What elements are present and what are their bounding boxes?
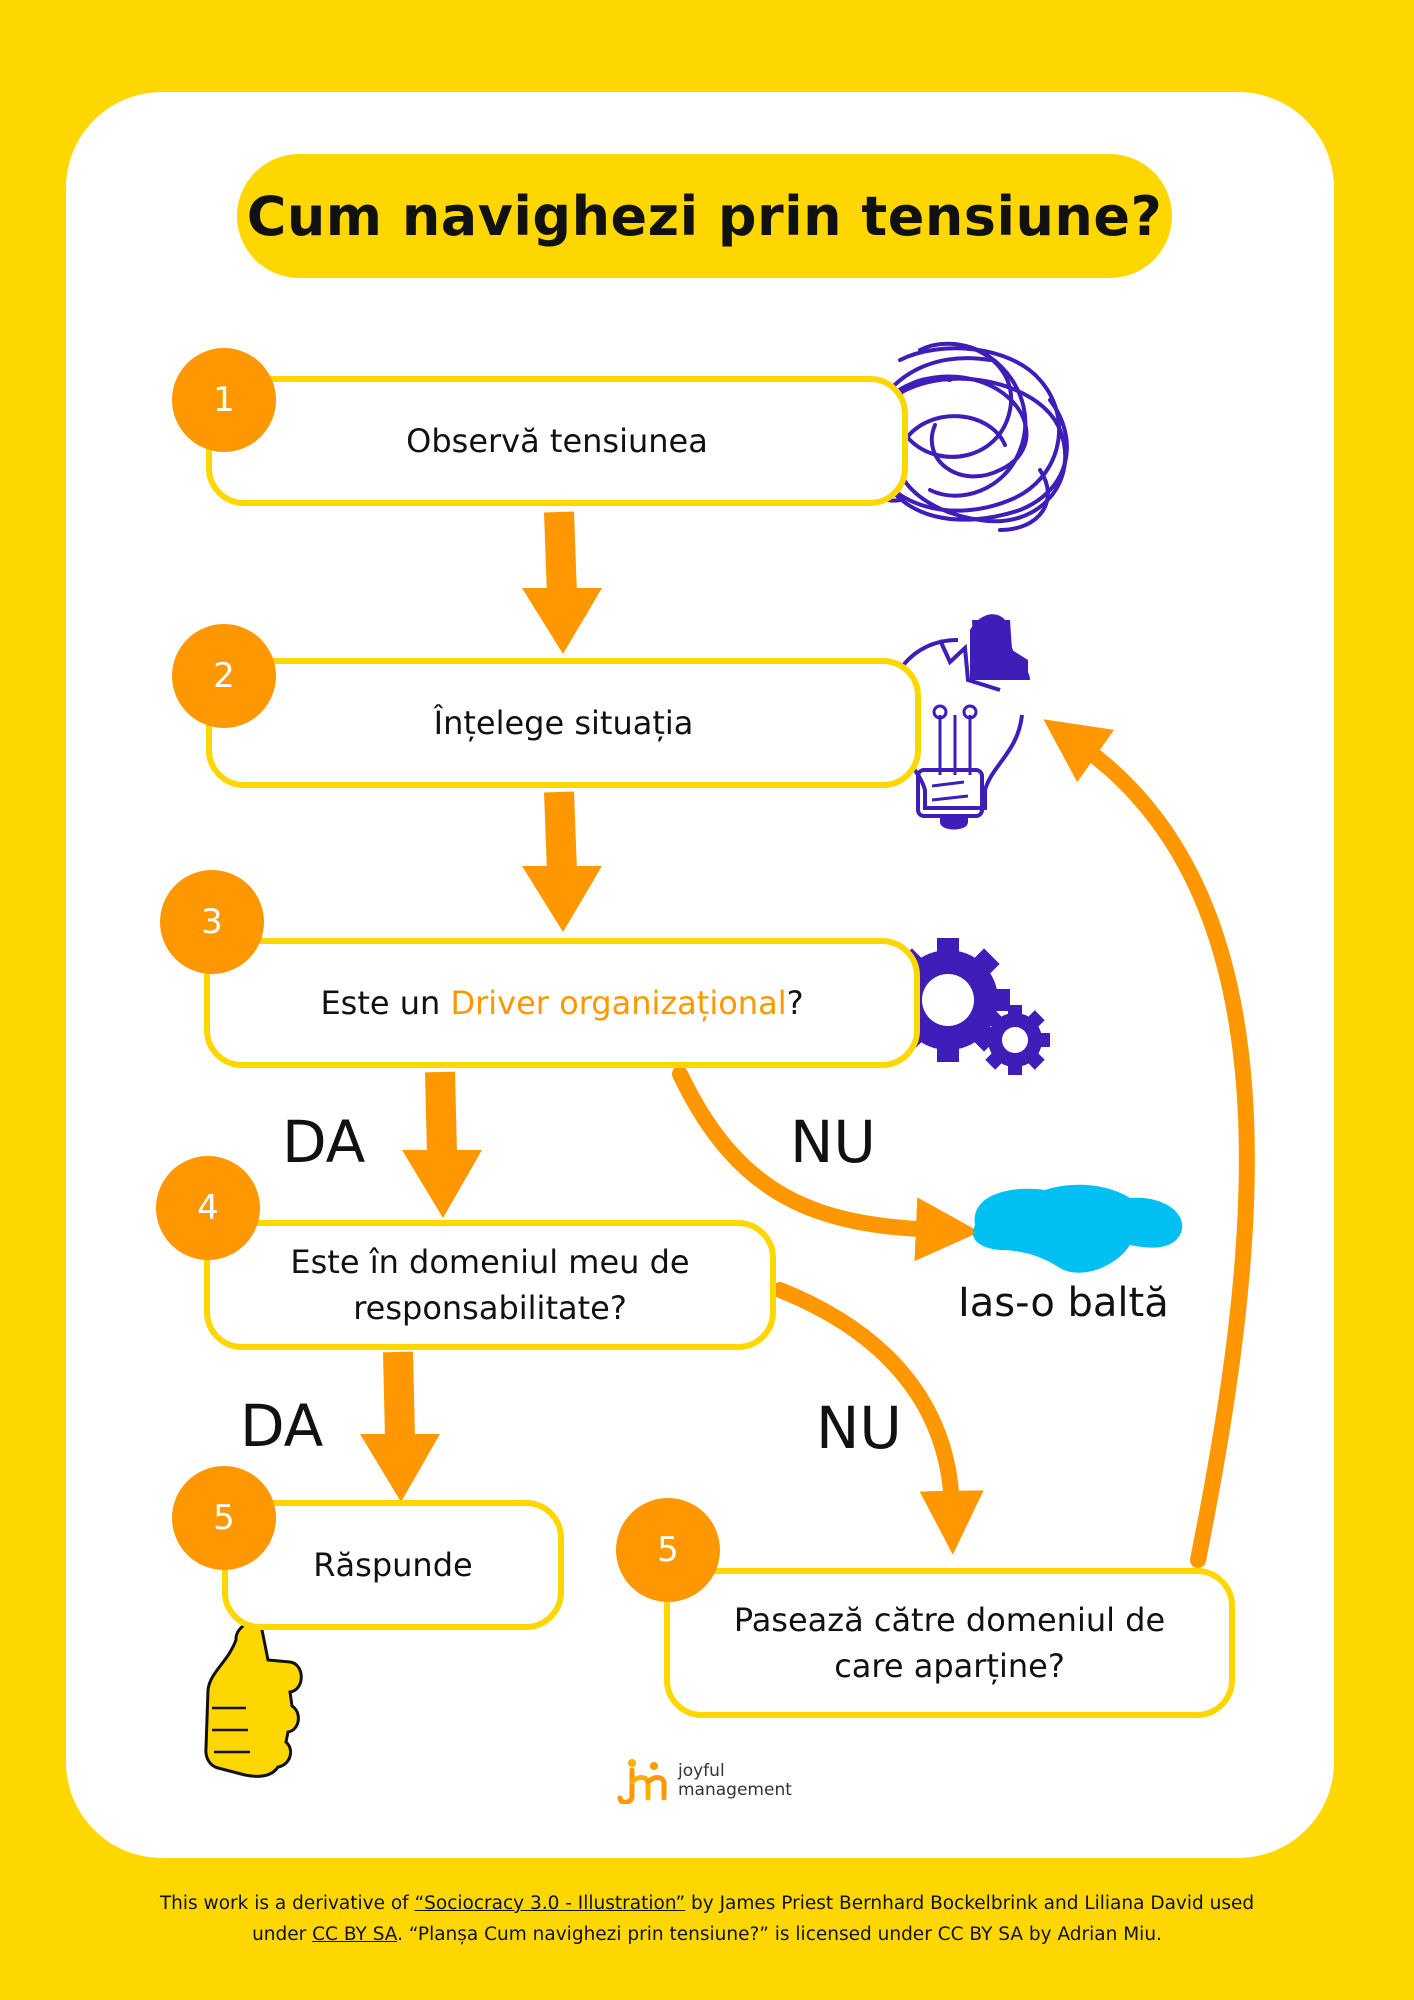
step-5-pass-line-1: Pasează către domeniul de: [733, 1600, 1166, 1639]
gears-icon: [886, 938, 1050, 1075]
step-2-badge: 2: [172, 624, 276, 728]
step-1-box: Observă tensiunea: [206, 376, 908, 506]
arrow-1-to-2: [522, 511, 602, 654]
step-4-line-2: responsabilitate?: [353, 1289, 627, 1327]
license-link[interactable]: CC BY SA: [312, 1924, 398, 1946]
step-4-text: Este în domeniul meu de responsabilitate…: [290, 1239, 689, 1332]
step-5-answer-box: Răspunde: [222, 1500, 564, 1630]
arrow-3-to-4: [402, 1071, 482, 1218]
puddle-icon: [972, 1184, 1183, 1273]
step-1-text: Observă tensiunea: [406, 421, 708, 460]
lightbulb-puzzle-icon: [885, 614, 1030, 830]
step-4-number: 4: [197, 1188, 219, 1228]
arrow-4-to-5: [360, 1351, 440, 1502]
source-work-link[interactable]: “Sociocracy 3.0 - Illustration”: [414, 1893, 686, 1914]
footer-text-1: This work is a derivative of: [159, 1893, 415, 1914]
page-title: Cum navighezi prin tensiune?: [246, 184, 1163, 248]
step-5-pass-number: 5: [657, 1530, 679, 1570]
outcome-no-text: Ias-o baltă: [958, 1280, 1169, 1326]
step-5-answer-badge: 5: [172, 1466, 276, 1570]
arrow-3-no: [672, 1066, 980, 1262]
step-4-badge: 4: [156, 1156, 260, 1260]
title-pill: Cum navighezi prin tensiune?: [237, 154, 1172, 278]
joyful-management-logo-icon: [617, 1759, 667, 1804]
footer-text-3: . “Planșa Cum navighezi prin tensiune?” …: [397, 1924, 1162, 1946]
step-5-pass-box: Pasează către domeniul de care aparține?: [664, 1568, 1235, 1718]
driver-highlight: Driver organizațional: [450, 983, 787, 1022]
step-3-text-after: ?: [786, 983, 804, 1022]
arrow-loop-back: [1043, 719, 1255, 1568]
step-1-number: 1: [213, 380, 235, 420]
step-5-pass-line-2: care aparține?: [834, 1647, 1065, 1685]
step-4-box: Este în domeniul meu de responsabilitate…: [204, 1220, 776, 1350]
step-2-text: Înțelege situația: [433, 703, 694, 742]
step-5-pass-badge: 5: [616, 1498, 720, 1602]
brand-text: joyful management: [678, 1762, 792, 1799]
step-2-number: 2: [213, 656, 235, 696]
attribution-footer: This work is a derivative of “Sociocracy…: [130, 1888, 1284, 1951]
step-4-no-label: NU: [816, 1394, 902, 1462]
brand-logo: joyful management: [614, 1758, 792, 1804]
step-3-text-before: Este un: [320, 983, 451, 1022]
step-4-line-1: Este în domeniul meu de: [290, 1242, 690, 1281]
step-3-yes-label: DA: [282, 1108, 366, 1176]
step-2-box: Înțelege situația: [206, 658, 921, 788]
step-1-badge: 1: [172, 348, 276, 452]
step-5-answer-number: 5: [213, 1498, 235, 1538]
arrow-2-to-3: [522, 791, 602, 932]
footer-text-2: by James Priest Bernhard Bockelbrink and…: [252, 1893, 1255, 1946]
arrow-4-no: [772, 1282, 984, 1555]
step-3-text: Este un Driver organizațional?: [320, 980, 803, 1026]
brand-line-2: management: [678, 1780, 792, 1800]
brand-line-1: joyful: [678, 1761, 725, 1782]
step-3-box: Este un Driver organizațional?: [204, 938, 920, 1068]
step-4-yes-label: DA: [240, 1392, 324, 1460]
step-3-number: 3: [201, 902, 223, 942]
step-5-pass-text: Pasează către domeniul de care aparține?: [734, 1597, 1165, 1690]
step-3-no-label: NU: [790, 1108, 876, 1176]
step-5-answer-text: Răspunde: [313, 1545, 473, 1584]
step-3-badge: 3: [160, 870, 264, 974]
